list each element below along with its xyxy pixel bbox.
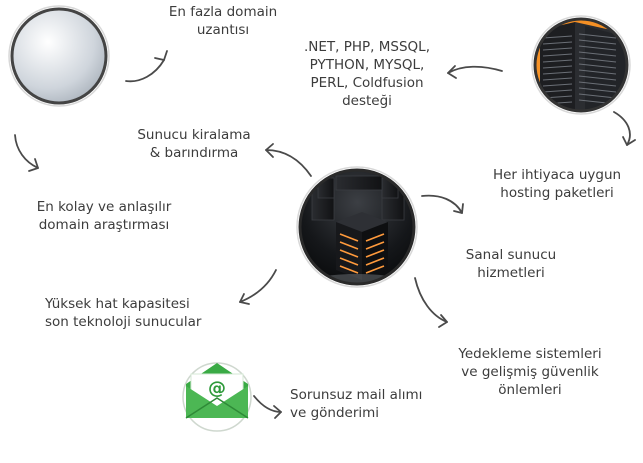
www-globe-icon — [8, 5, 110, 107]
arrow-to-high-capacity — [239, 269, 277, 305]
arrow-to-backup-security — [414, 277, 448, 328]
svg-text:@: @ — [208, 378, 226, 399]
arrow-to-server-rental — [265, 143, 312, 177]
feature-hosting-packages: Her ihtiyaca uygun hosting paketleri — [492, 167, 622, 201]
arrow-to-hosting-packages — [613, 111, 636, 146]
feature-server-rental: Sunucu kiralama & barındırma — [137, 127, 251, 161]
arrow-to-languages — [447, 65, 503, 79]
datacenter-icon — [296, 166, 418, 288]
feature-domain-search: En kolay ve anlaşılır domain araştırması — [36, 199, 172, 233]
feature-domain-extensions: En fazla domain uzantısı — [168, 4, 278, 38]
arrow-to-mail — [253, 395, 282, 419]
feature-virtual-server: Sanal sunucu hizmetleri — [465, 247, 557, 281]
server-room-icon — [531, 15, 631, 115]
connector-arrows — [14, 50, 636, 419]
feature-backup-security: Yedekleme sistemleri ve gelişmiş güvenli… — [458, 346, 602, 398]
arrow-to-virtual-server — [421, 194, 464, 214]
mail-envelope-icon: @ — [182, 362, 252, 432]
arrow-to-domain-search — [14, 134, 39, 172]
feature-high-capacity: Yüksek hat kapasitesi son teknoloji sunu… — [45, 296, 202, 330]
arrow-to-domain-extensions — [125, 50, 168, 83]
feature-languages: .NET, PHP, MSSQL, PYTHON, MYSQL, PERL, C… — [304, 39, 430, 109]
feature-mail: Sorunsuz mail alımı ve gönderimi — [290, 387, 423, 421]
